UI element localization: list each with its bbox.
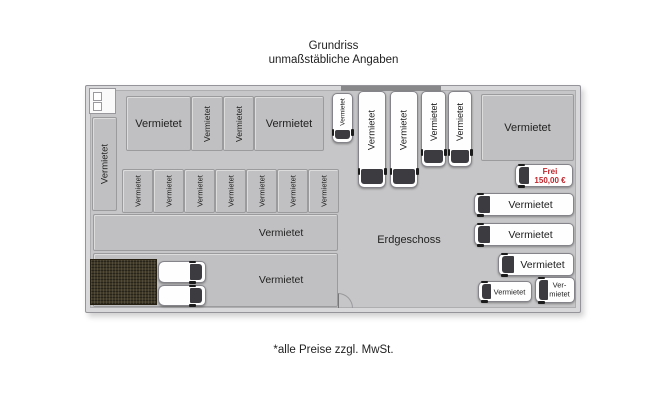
van-icon-rented-v4: Vermietet: [420, 91, 447, 167]
van-icon-rented-h2: Vermietet: [474, 222, 574, 247]
van-status-line1: Ver-: [552, 280, 567, 290]
van-cab: [420, 149, 447, 163]
stair-step: [93, 92, 102, 101]
van-cab: [518, 163, 529, 188]
unit-mid-7: Vermietet: [308, 169, 339, 213]
unit-status: Vermietet: [133, 175, 142, 207]
unit-status: Vermietet: [195, 175, 204, 207]
door-swing: [338, 293, 353, 308]
van-status: Vermietet: [520, 258, 565, 271]
van-icon-rented-v1: Vermietet: [331, 93, 354, 143]
van-status: Vermietet: [398, 109, 410, 151]
unit-status: Vermietet: [135, 117, 182, 130]
van-status: Vermietet: [493, 287, 526, 296]
unit-status: Vermietet: [233, 105, 244, 142]
van-icon-dock-2: [158, 284, 206, 307]
van-icon-rented-h1: Vermietet: [474, 192, 574, 217]
van-status-line2: mietet: [549, 289, 570, 298]
van-cab: [189, 260, 202, 284]
stair-step: [93, 102, 102, 111]
unit-status: Vermietet: [164, 175, 173, 207]
van-cab: [477, 222, 490, 247]
loading-ramp: [90, 259, 157, 305]
plan-title: Grundriss unmaßstäbliche Angaben: [0, 39, 667, 67]
van-icon-rented-v2: Vermietet: [357, 91, 387, 188]
price-disclaimer: *alle Preise zzgl. MwSt.: [273, 344, 394, 356]
van-icon-rented-v3: Vermietet: [389, 91, 419, 188]
van-status: Vermietet: [366, 109, 378, 151]
building-outline: Vermietet Vermietet Vermietet Vermietet …: [85, 85, 581, 313]
unit-mid-6: Vermietet: [277, 169, 308, 213]
unit-mid-2: Vermietet: [153, 169, 184, 213]
unit-left-strip: Vermietet: [92, 117, 117, 211]
free-status: Frei: [542, 166, 558, 176]
unit-status: Vermietet: [265, 117, 313, 130]
unit-mid-5: Vermietet: [246, 169, 277, 213]
unit-status: Vermietet: [258, 226, 304, 239]
unit-top-4: Vermietet: [254, 96, 324, 151]
van-cab: [481, 280, 491, 303]
unit-status: Vermietet: [258, 274, 304, 286]
van-status: Vermietet: [508, 228, 553, 241]
van-status: Vermietet: [508, 198, 553, 211]
van-cab: [501, 252, 514, 277]
unit-status: Vermietet: [504, 121, 551, 134]
unit-status: Vermietet: [288, 175, 297, 207]
van-cab: [477, 192, 490, 217]
unit-wide-upper: Vermietet: [93, 214, 338, 251]
van-icon-rented-v5: Vermietet: [447, 91, 473, 167]
unit-top-1: Vermietet: [126, 96, 191, 151]
van-status: Vermietet: [428, 102, 439, 141]
van-cab: [357, 168, 387, 184]
plan-title-line1: Grundriss: [308, 40, 359, 52]
van-icon-rented-h5: Ver- mietet: [535, 276, 575, 304]
van-cab: [331, 129, 354, 139]
unit-mid-3: Vermietet: [184, 169, 215, 213]
unit-status: Vermietet: [202, 105, 212, 142]
unit-status: Vermietet: [257, 175, 266, 207]
van-cab: [447, 149, 473, 163]
van-status: Vermietet: [339, 98, 346, 126]
van-status-split: Ver- mietet: [547, 280, 572, 299]
van-cab: [538, 276, 548, 304]
unit-mid-4: Vermietet: [215, 169, 246, 213]
van-icon-rented-h3: Vermietet: [498, 252, 574, 277]
unit-top-2: Vermietet: [191, 96, 223, 151]
unit-top-right: Vermietet: [481, 94, 574, 161]
van-cab: [389, 168, 419, 184]
floor-name-label: Erdgeschoss: [377, 234, 441, 246]
gate-opening: [341, 86, 441, 91]
unit-status: Vermietet: [319, 175, 328, 207]
unit-mid-1: Vermietet: [122, 169, 153, 213]
van-icon-dock-1: [158, 260, 206, 284]
staircase: [89, 88, 116, 114]
free-unit-label: Frei 150,00 €: [530, 167, 570, 185]
free-price: 150,00 €: [534, 175, 566, 185]
van-icon-rented-h4: Vermietet: [478, 280, 532, 303]
van-cab: [189, 284, 202, 307]
unit-status: Vermietet: [226, 175, 235, 207]
ground-floor-plan: Vermietet Vermietet Vermietet Vermietet …: [89, 86, 576, 308]
unit-top-3: Vermietet: [223, 96, 254, 151]
unit-status: Vermietet: [99, 143, 110, 185]
plan-title-line2: unmaßstäbliche Angaben: [268, 54, 399, 66]
van-status: Vermietet: [455, 102, 465, 141]
van-icon-free[interactable]: Frei 150,00 €: [515, 163, 573, 188]
